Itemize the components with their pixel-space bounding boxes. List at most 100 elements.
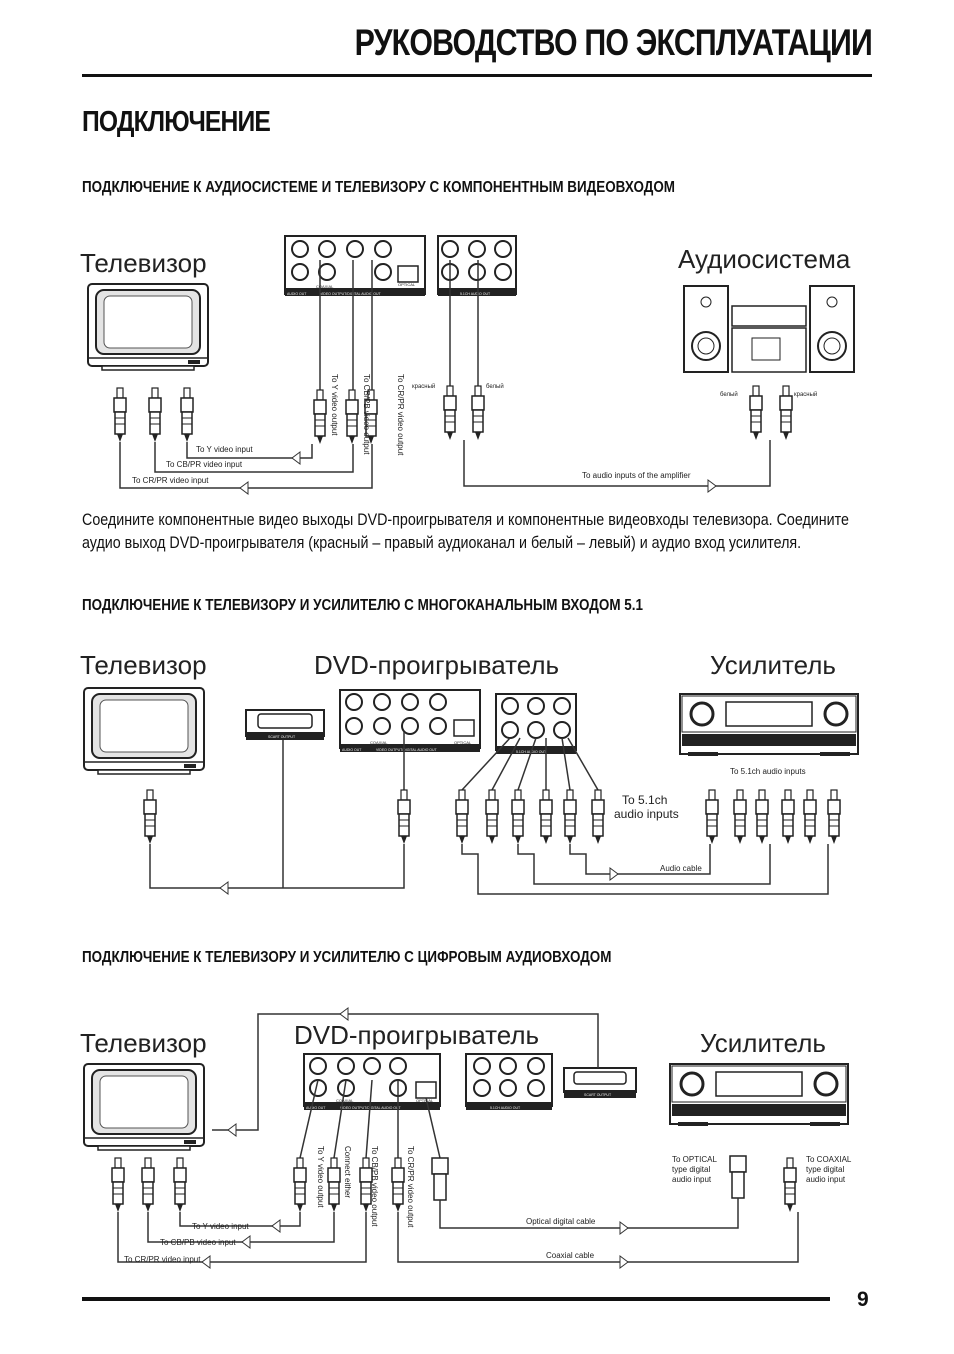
diagram-label: COAXIAL (336, 1098, 354, 1103)
diagram-label: To Y video input (192, 1222, 249, 1231)
subsection-heading-audio-system: ПОДКЛЮЧЕНИЕ К АУДИОСИСТЕМЕ И ТЕЛЕВИЗОРУ … (82, 179, 675, 196)
diagram-label: OPTICAL (454, 740, 472, 745)
diagram-label: To CB/PB video input (160, 1238, 236, 1247)
rca-plug (111, 1157, 125, 1213)
diagram-label: COAXIAL (316, 284, 334, 289)
dvd-panel: AUDIO OUT VIDEO OUTPUT/DIGITAL AUDIO OUT… (284, 235, 517, 296)
rca-plug (733, 789, 747, 845)
paragraph-line: Соедините компонентные видео выходы DVD-… (82, 510, 849, 529)
dvd-label: DVD-проигрыватель (314, 650, 559, 680)
diagram-label: COAXIAL (370, 740, 388, 745)
rca-plug (511, 789, 525, 845)
diagram-label: красный (794, 391, 817, 398)
diagram-label: 5.1CH AUDIO OUT (490, 1106, 521, 1110)
diagram-label: To CR/PR video input (132, 476, 209, 485)
rca-plug (345, 389, 359, 445)
tv-label: Телевизор (80, 650, 207, 680)
rca-plug (755, 789, 769, 845)
diagram-label: Coaxial cable (546, 1251, 595, 1260)
diagram-label: To CR/PR video input (124, 1255, 201, 1264)
amplifier-icon (668, 1062, 850, 1128)
rca-plug (443, 385, 457, 441)
diagram-label: To CB/PB video output (370, 1146, 379, 1227)
diagram-label: audio input (806, 1175, 846, 1184)
amplifier-label: Усилитель (700, 1028, 826, 1058)
rca-plug (141, 1157, 155, 1213)
diagram-multichannel: Телевизор DVD-проигрыватель Усилитель SC… (80, 650, 860, 895)
rca-plug (563, 789, 577, 845)
diagram-label: SCART OUTPUT (584, 1093, 612, 1097)
diagram-label: белый (486, 383, 504, 390)
scart-connector: SCART OUTPUT (563, 1067, 637, 1098)
diagram-label: To COAXIAL (806, 1155, 852, 1164)
diagram-label: AUDIO OUT (287, 292, 307, 296)
subsection-heading-digital-audio: ПОДКЛЮЧЕНИЕ К ТЕЛЕВИЗОРУ И УСИЛИТЕЛЮ С Ц… (82, 949, 612, 966)
rca-plug (397, 789, 411, 845)
diagram-label: To CB/PR video input (166, 460, 243, 469)
rca-plug (148, 387, 162, 443)
diagram-label: 5.1CH AUDIO OUT (460, 292, 491, 296)
rca-plug (591, 789, 605, 845)
dvd-panel: AUDIO OUT VIDEO OUTPUT/DIGITAL AUDIO OUT… (303, 1053, 553, 1110)
rca-plug (749, 385, 763, 441)
dvd-panel: AUDIO OUT VIDEO OUTPUT/DIGITAL AUDIO OUT… (339, 689, 577, 754)
diagram-label: AUDIO OUT (306, 1106, 326, 1110)
footer-rule (82, 1297, 830, 1301)
diagram-label: To 5.1ch (622, 793, 667, 807)
rca-plug (391, 1157, 405, 1213)
rca-plug (293, 1157, 307, 1213)
title-rule (82, 74, 872, 77)
diagram-label: AUDIO OUT (342, 748, 362, 752)
rca-plug (705, 789, 719, 845)
diagram-label: To CR/PR video output (396, 374, 405, 456)
paragraph-line: аудио выход DVD-проигрывателя (красный –… (82, 533, 802, 552)
amplifier-label: Усилитель (710, 650, 836, 680)
diagram-label: To audio inputs of the amplifier (582, 471, 691, 480)
rca-plug (781, 789, 795, 845)
diagram-label: audio inputs (614, 807, 679, 821)
diagram-label: To CB/PB video output (362, 374, 371, 455)
rca-plug (327, 1157, 341, 1213)
tv-icon (83, 1063, 205, 1151)
tv-icon (87, 283, 209, 371)
rca-plug (783, 1157, 797, 1213)
diagram-label: OPTICAL (398, 282, 416, 287)
diagram-component-audio: Телевизор Аудиосистема AUDIO OUT VIDEO O… (80, 235, 855, 495)
rca-plug (779, 385, 793, 441)
rca-plug (173, 1157, 187, 1213)
diagram-label: VIDEO OUTPUT/DIGITAL AUDIO OUT (340, 1106, 402, 1110)
diagram-label: To OPTICAL (672, 1155, 717, 1164)
diagram-label: белый (720, 391, 738, 398)
audio-system-label: Аудиосистема (678, 244, 851, 274)
diagram-label: To Y video input (196, 445, 253, 454)
rca-plug (803, 789, 817, 845)
diagram-label: type digital (672, 1165, 710, 1174)
diagram-label: Connect either (343, 1146, 352, 1198)
tv-label: Телевизор (80, 1028, 207, 1058)
audio-system-icon (683, 285, 855, 373)
document-title: РУКОВОДСТВО ПО ЭКСПЛУАТАЦИИ (354, 22, 873, 63)
diagram-label: type digital (806, 1165, 844, 1174)
diagram-label: SCART OUTPUT (268, 735, 296, 739)
diagram-label: Audio cable (660, 864, 702, 873)
diagram-label: To 5.1ch audio inputs (730, 767, 806, 776)
subsection-heading-multichannel: ПОДКЛЮЧЕНИЕ К ТЕЛЕВИЗОРУ И УСИЛИТЕЛЮ С М… (82, 597, 643, 614)
rca-plug (143, 789, 157, 845)
rca-plug (455, 789, 469, 845)
dvd-label: DVD-проигрыватель (294, 1020, 539, 1050)
section-heading: ПОДКЛЮЧЕНИЕ (82, 106, 271, 138)
page-number: 9 (857, 1288, 869, 1311)
diagram-label: To CR/PR video output (406, 1146, 415, 1228)
tv-icon (83, 687, 205, 775)
scart-connector: SCART OUTPUT (245, 709, 325, 740)
diagram-digital-audio: Телевизор DVD-проигрыватель Усилитель AU… (80, 1007, 852, 1269)
rca-plug (180, 387, 194, 443)
diagram-label: красный (412, 383, 435, 390)
diagram-label: OPTICAL (416, 1098, 434, 1103)
amplifier-icon (678, 692, 860, 758)
tv-label: Телевизор (80, 248, 207, 278)
diagram-label: To Y video output (330, 374, 339, 436)
rca-plug (827, 789, 841, 845)
diagram-label: To Y video output (316, 1146, 325, 1208)
rca-plug (313, 389, 327, 445)
